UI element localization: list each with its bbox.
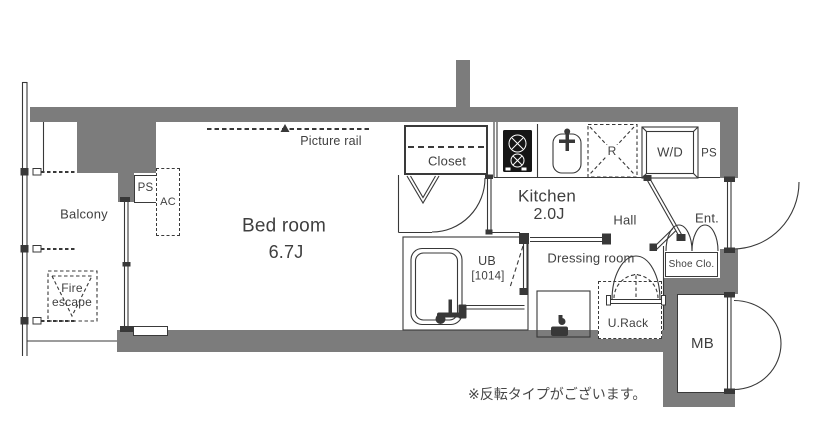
unit-bath-label: UB	[478, 253, 496, 268]
meter-box: MB	[677, 294, 728, 393]
unit-bath-size-label: [1014]	[471, 270, 505, 283]
ac-label: AC	[160, 195, 176, 208]
shoe-closet-label: Shoe Clo.	[668, 258, 715, 270]
fire-escape-label-1: Fire	[61, 281, 83, 295]
wall-top	[30, 107, 738, 122]
door-swing-arc	[732, 181, 800, 250]
fire-escape-label-2: escape	[52, 295, 92, 309]
closet-box	[404, 125, 488, 175]
bedroom-label: Bed room	[242, 215, 326, 237]
unit-bath	[402, 236, 529, 331]
wall-mb-bottom	[663, 393, 735, 407]
sink-icon	[552, 128, 582, 174]
picture-rail-marker-icon	[280, 124, 290, 132]
kitchen-label: Kitchen	[517, 186, 577, 206]
wall-right-upper	[720, 122, 738, 178]
refrigerator-label: R	[605, 144, 619, 158]
kitchen-size-label: 2.0J	[533, 206, 565, 223]
wall-block-topleft	[77, 122, 156, 173]
meter-box-doors	[724, 292, 782, 394]
shoe-closet-box: Shoe Clo.	[665, 252, 718, 277]
hall-entrance-divider	[643, 175, 686, 241]
door-swing-arc	[733, 299, 782, 344]
wall-mb-top	[663, 278, 738, 294]
closet-label: Closet	[427, 153, 467, 169]
mirror-type-note: ※反転タイプがございます。	[468, 386, 647, 402]
door-swing-arc	[431, 177, 486, 233]
dressing-room-label: Dressing room	[547, 250, 635, 266]
picture-rail-line	[207, 124, 370, 132]
entrance-label: Ent.	[695, 210, 719, 226]
dressing-room-door	[649, 228, 676, 251]
bedroom-balcony-window	[120, 197, 133, 332]
wall-bottom	[117, 330, 663, 352]
bathtub-icon	[410, 247, 463, 326]
picture-rail-label: Picture rail	[300, 133, 362, 148]
umbrella-rack-box	[598, 281, 662, 339]
ps-left-label: PS	[137, 182, 154, 195]
door-swing-arc	[733, 343, 782, 391]
railing-connector	[20, 168, 77, 176]
entrance-door	[724, 176, 800, 253]
meter-box-label: MB	[691, 335, 714, 352]
bedroom-door	[397, 174, 520, 235]
washer-dryer-label: W/D	[657, 144, 683, 160]
wall-stub-ps	[118, 173, 134, 202]
railing-connector	[20, 317, 77, 325]
kitchen-counter	[493, 122, 642, 179]
umbrella-rack-label: U.Rack	[605, 316, 651, 330]
bath-faucet-icon	[435, 299, 467, 324]
wall-mb-left	[663, 294, 677, 395]
railing-connector	[20, 245, 77, 253]
balcony-step	[133, 326, 168, 336]
closet-shelf-line	[408, 146, 484, 148]
ac-box: AC	[156, 168, 180, 236]
stove-icon	[503, 130, 532, 172]
ps-right-label: PS	[701, 147, 717, 160]
ps-left-box: PS	[134, 175, 157, 203]
bedroom-size-label: 6.7J	[268, 242, 304, 262]
balcony-label: Balcony	[60, 206, 108, 222]
bath-door	[508, 244, 529, 295]
wall-vent-stub	[456, 60, 470, 107]
hall-label: Hall	[613, 212, 637, 228]
shoe-closet-doors	[665, 224, 719, 252]
closet-fold-door	[406, 175, 440, 205]
